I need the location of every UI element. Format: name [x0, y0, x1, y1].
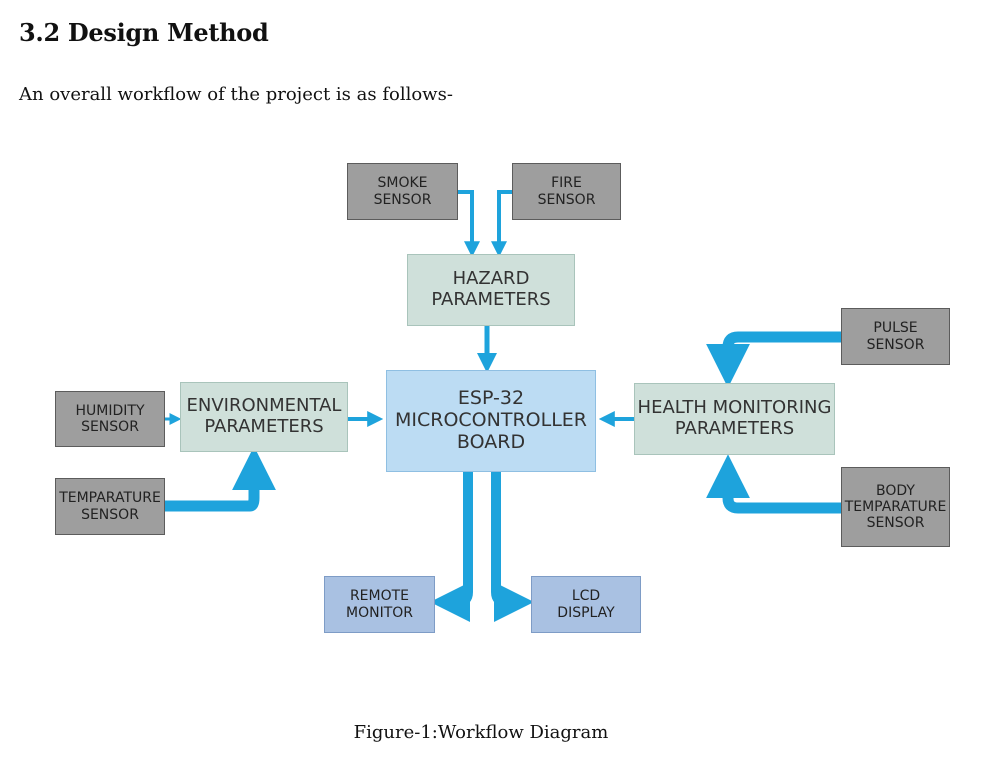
temperature-sensor-line-2: SENSOR — [81, 506, 139, 523]
arrow-temperature-to-environmental — [165, 446, 276, 512]
body-temperature-sensor-line-2: TEMPARATURE — [844, 498, 947, 515]
hazard-parameters-line-2: PARAMETERS — [431, 289, 551, 310]
health-parameters-line-2: PARAMETERS — [674, 418, 795, 439]
environmental-parameters-line-2: PARAMETERS — [204, 416, 324, 437]
microcontroller-line-1: ESP-32 — [457, 387, 525, 410]
arrow-mcu-to-lcd — [491, 472, 534, 622]
pulse-sensor-line-2: SENSOR — [866, 336, 925, 353]
arrow-pulse-to-health — [706, 331, 841, 388]
microcontroller-box: ESP-32 MICROCONTROLLER BOARD — [386, 370, 596, 472]
fire-sensor-line-2: SENSOR — [537, 191, 596, 208]
fire-sensor-box: FIRE SENSOR — [512, 163, 621, 220]
humidity-sensor-line-2: SENSOR — [81, 419, 139, 435]
humidity-sensor-line-1: HUMIDITY — [75, 402, 145, 419]
smoke-sensor-box: SMOKE SENSOR — [347, 163, 458, 220]
health-parameters-line-1: HEALTH MONITORING — [637, 397, 832, 419]
temperature-sensor-line-1: TEMPARATURE — [59, 490, 161, 507]
section-heading: 3.2 Design Method — [19, 18, 269, 47]
pulse-sensor-line-1: PULSE — [873, 320, 918, 337]
remote-monitor-box: REMOTE MONITOR — [324, 576, 435, 633]
environmental-parameters-box: ENVIRONMENTAL PARAMETERS — [180, 382, 348, 452]
hazard-parameters-line-1: HAZARD — [452, 268, 530, 290]
remote-monitor-line-1: REMOTE — [349, 588, 410, 605]
arrow-smoke-to-hazard — [458, 190, 480, 258]
intro-text: An overall workflow of the project is as… — [19, 84, 453, 105]
lcd-display-line-2: DISPLAY — [557, 604, 615, 621]
humidity-sensor-box: HUMIDITY SENSOR — [55, 391, 165, 447]
lcd-display-line-1: LCD — [571, 588, 601, 605]
microcontroller-line-3: BOARD — [456, 430, 526, 453]
microcontroller-line-2: MICROCONTROLLER — [395, 409, 587, 432]
figure-caption: Figure-1:Workflow Diagram — [353, 722, 609, 743]
body-temperature-sensor-line-1: BODY — [876, 482, 915, 499]
hazard-parameters-box: HAZARD PARAMETERS — [407, 254, 575, 326]
body-temperature-sensor-line-3: SENSOR — [866, 515, 925, 532]
pulse-sensor-box: PULSE SENSOR — [841, 308, 950, 365]
smoke-sensor-line-2: SENSOR — [373, 191, 432, 208]
health-parameters-box: HEALTH MONITORING PARAMETERS — [634, 383, 835, 455]
arrow-bodytemp-to-health — [706, 454, 841, 514]
temperature-sensor-box: TEMPARATURE SENSOR — [55, 478, 165, 535]
arrow-fire-to-hazard — [491, 190, 512, 258]
lcd-display-box: LCD DISPLAY — [531, 576, 641, 633]
fire-sensor-line-1: FIRE — [551, 175, 582, 192]
arrow-mcu-to-remote — [430, 472, 473, 622]
smoke-sensor-line-1: SMOKE — [377, 175, 428, 192]
environmental-parameters-line-1: ENVIRONMENTAL — [186, 395, 342, 417]
body-temperature-sensor-box: BODY TEMPARATURE SENSOR — [841, 467, 950, 547]
remote-monitor-line-2: MONITOR — [346, 604, 413, 621]
